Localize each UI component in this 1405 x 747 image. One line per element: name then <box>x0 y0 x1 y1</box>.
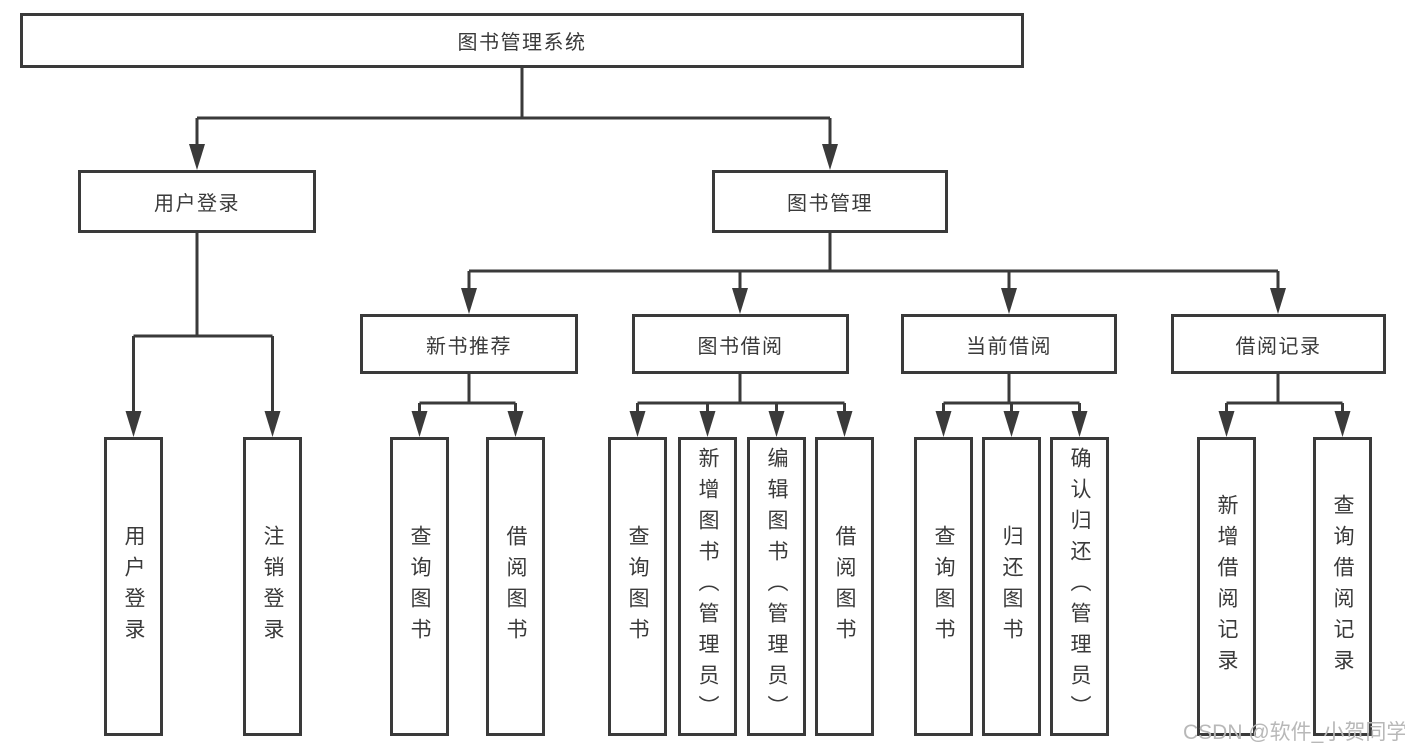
connector-current-borrowing-to-leaves <box>935 374 1088 437</box>
leaf-borrow-books-recommend-label: 借阅图书 <box>504 524 527 649</box>
leaf-return-books-label: 归还图书 <box>1000 524 1023 649</box>
node-borrowing-records: 借阅记录 <box>1171 314 1386 374</box>
leaf-query-borrow-record-label: 查询借阅记录 <box>1331 493 1354 680</box>
leaf-confirm-return-admin-label: 确认归还（管理员） <box>1068 447 1091 726</box>
node-new-book-recommend-label: 新书推荐 <box>426 335 512 358</box>
leaf-add-borrow-record-label: 新增借阅记录 <box>1215 493 1238 680</box>
leaf-query-books-recommend-label: 查询图书 <box>408 524 431 649</box>
csdn-watermark: CSDN @软件_小贺同学 <box>1183 721 1405 744</box>
leaf-borrow-books-recommend: 借阅图书 <box>486 437 545 736</box>
leaf-borrow-books-borrowing: 借阅图书 <box>815 437 874 736</box>
leaf-query-books-current: 查询图书 <box>914 437 973 736</box>
node-root-label: 图书管理系统 <box>457 32 587 54</box>
node-user-login: 用户登录 <box>78 170 316 233</box>
leaf-edit-book-admin-label: 编辑图书（管理员） <box>765 447 788 726</box>
leaf-query-books-current-label: 查询图书 <box>932 524 955 649</box>
connector-user-login-to-leaves <box>125 233 281 437</box>
node-book-management: 图书管理 <box>712 170 948 233</box>
node-book-borrowing-label: 图书借阅 <box>697 335 784 358</box>
node-current-borrowing-label: 当前借阅 <box>966 335 1052 358</box>
leaf-query-books-borrowing-label: 查询图书 <box>626 524 649 649</box>
leaf-edit-book-admin: 编辑图书（管理员） <box>747 437 806 736</box>
node-user-login-label: 用户登录 <box>154 193 240 215</box>
leaf-query-books-recommend: 查询图书 <box>390 437 449 736</box>
leaf-confirm-return-admin: 确认归还（管理员） <box>1050 437 1109 736</box>
leaf-query-borrow-record: 查询借阅记录 <box>1313 437 1372 736</box>
connector-book-borrowing-to-leaves <box>629 374 853 437</box>
node-current-borrowing: 当前借阅 <box>901 314 1117 374</box>
connector-borrowing-records-to-leaves <box>1218 374 1351 437</box>
leaf-logout-label: 注销登录 <box>261 524 284 649</box>
leaf-query-books-borrowing: 查询图书 <box>608 437 667 736</box>
leaf-user-login: 用户登录 <box>104 437 163 736</box>
leaf-user-login-label: 用户登录 <box>122 524 145 649</box>
node-root: 图书管理系统 <box>20 13 1024 68</box>
connector-new-book-recommend-to-leaves <box>411 374 524 437</box>
connector-book-management-to-level3 <box>461 233 1286 314</box>
leaf-add-book-admin-label: 新增图书（管理员） <box>696 447 719 726</box>
leaf-add-book-admin: 新增图书（管理员） <box>678 437 737 736</box>
leaf-logout: 注销登录 <box>243 437 302 736</box>
leaf-borrow-books-borrowing-label: 借阅图书 <box>833 524 856 649</box>
node-book-borrowing: 图书借阅 <box>632 314 849 374</box>
leaf-return-books: 归还图书 <box>982 437 1041 736</box>
node-new-book-recommend: 新书推荐 <box>360 314 578 374</box>
leaf-add-borrow-record: 新增借阅记录 <box>1197 437 1256 736</box>
node-book-management-label: 图书管理 <box>787 193 873 215</box>
node-borrowing-records-label: 借阅记录 <box>1235 335 1322 358</box>
connector-root-to-level2 <box>189 68 838 170</box>
